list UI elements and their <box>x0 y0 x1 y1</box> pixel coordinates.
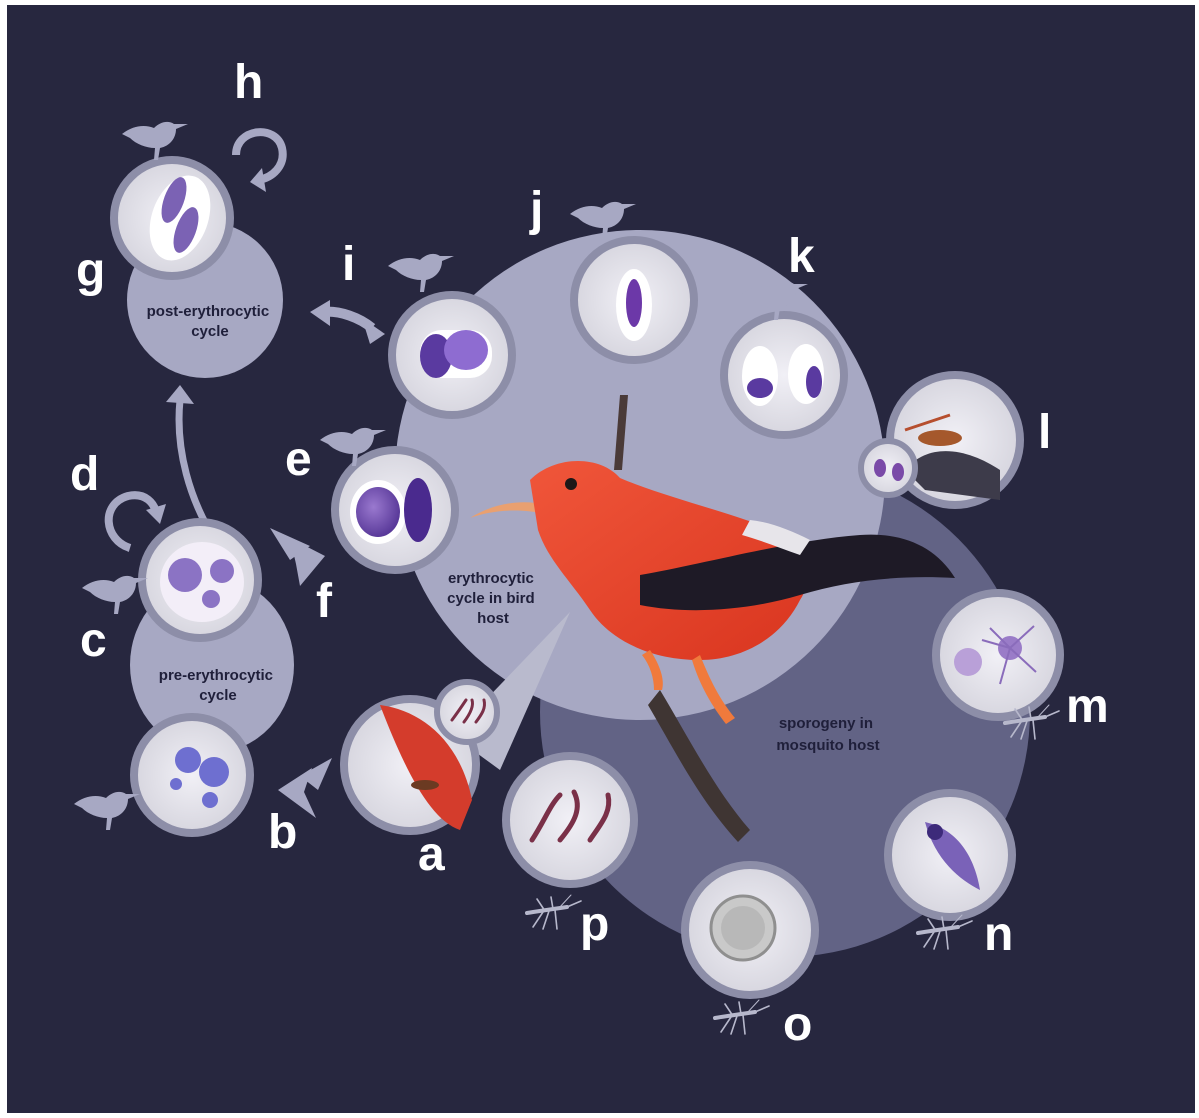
stage-letter-m: m <box>1066 680 1109 733</box>
stage-letter-j: j <box>529 183 543 236</box>
stage-letter-l: l <box>1038 406 1051 459</box>
stage-p <box>506 756 634 884</box>
stage-i <box>392 295 512 415</box>
stage-b <box>134 717 250 833</box>
stage-letter-k: k <box>788 230 815 283</box>
stage-letter-n: n <box>984 908 1013 961</box>
stage-letter-o: o <box>783 998 812 1051</box>
stage-m <box>936 593 1060 717</box>
stage-o <box>685 865 815 995</box>
stage-j <box>574 240 694 360</box>
stage-e <box>335 450 455 570</box>
stage-letter-d: d <box>70 448 99 501</box>
stage-letter-e: e <box>285 433 312 486</box>
stage-letter-f: f <box>316 575 333 628</box>
stage-letter-b: b <box>268 806 297 859</box>
stage-letter-h: h <box>234 56 263 109</box>
stage-letter-a: a <box>418 828 445 881</box>
stage-letter-i: i <box>342 238 355 291</box>
stage-letter-g: g <box>76 244 105 297</box>
stage-g <box>114 160 230 276</box>
stage-letter-c: c <box>80 614 107 667</box>
stage-k <box>724 315 844 435</box>
stage-n <box>888 793 1012 917</box>
stage-c <box>142 522 258 638</box>
stage-letter-p: p <box>580 898 609 951</box>
